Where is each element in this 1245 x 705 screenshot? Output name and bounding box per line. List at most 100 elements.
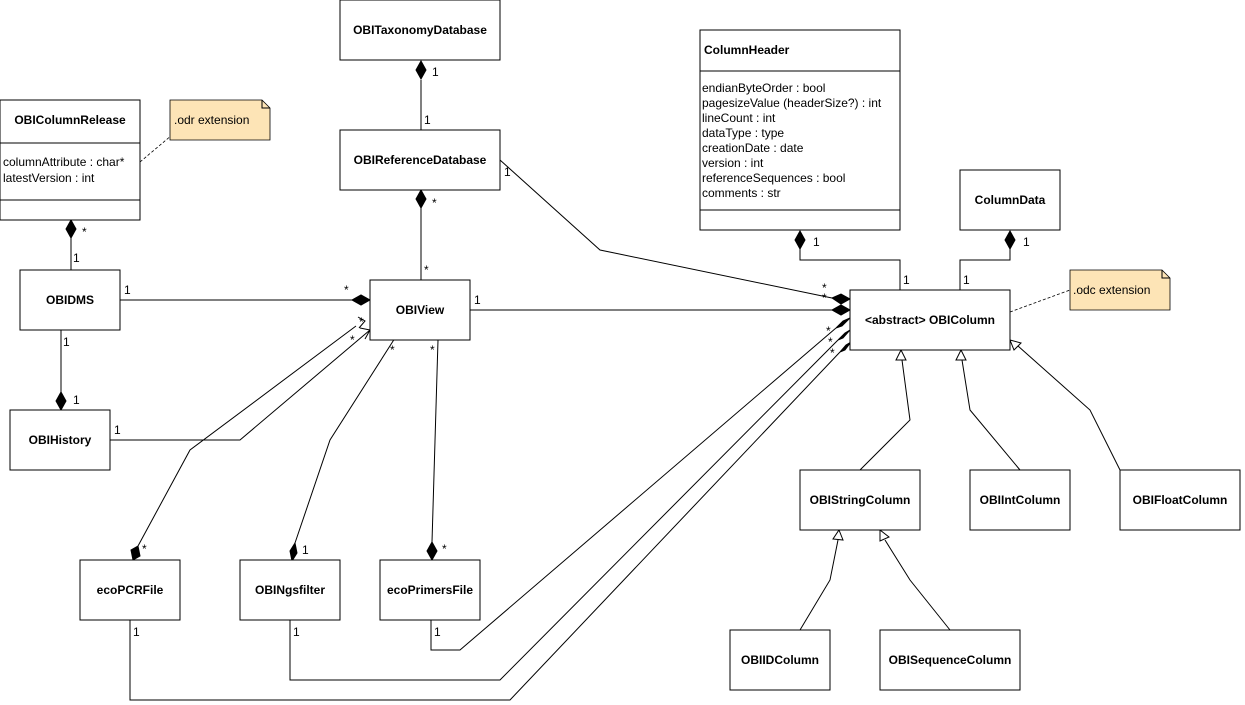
edge-data-column: [959, 249, 1011, 290]
edge-primers-column: [430, 327, 837, 651]
composition-diamond-reference: [415, 188, 427, 210]
mult-column-star-2: *: [822, 291, 827, 305]
mult-primers-star: *: [442, 542, 447, 556]
mult-column-star-1: *: [822, 281, 827, 295]
mult-column-star-3: *: [826, 324, 831, 338]
mult-data-1: 1: [1023, 235, 1030, 249]
class-obifloatcolumn[interactable]: OBIFloatColumn: [1119, 469, 1241, 531]
class-ecopcrfile[interactable]: ecoPCRFile: [79, 559, 181, 621]
inherit-triangle-int: [955, 348, 967, 361]
edge-ngs-view: [294, 337, 396, 544]
inherit-triangle-float: [1009, 339, 1022, 351]
class-obicolumn[interactable]: <abstract> OBIColumn: [849, 289, 1011, 351]
class-title: OBIReferenceDatabase: [354, 153, 487, 167]
edge-history-view: [110, 329, 371, 441]
attribute: pagesizeValue (headerSize?) : int: [702, 96, 882, 110]
composition-diamond-data: [1004, 229, 1016, 251]
composition-diamond-column-ecopcr: [839, 341, 852, 353]
mult-view-lower-star-2: *: [350, 333, 355, 347]
class-title: OBISequenceColumn: [889, 653, 1012, 667]
class-obisequencecolumn[interactable]: OBISequenceColumn: [879, 629, 1021, 691]
class-columnheader[interactable]: ColumnHeader endianByteOrder : bool page…: [699, 29, 901, 231]
mult-history-top-1: 1: [73, 393, 80, 407]
edge-string-inherit: [859, 359, 911, 471]
class-obiview[interactable]: OBIView: [369, 279, 471, 341]
composition-diamond-ngs: [289, 541, 298, 563]
composition-diamond-column-primers: [835, 317, 851, 329]
attribute: lineCount : int: [702, 111, 776, 125]
composition-diamond-ecopcr: [130, 545, 141, 561]
mult-ecopcr-bottom-1: 1: [133, 625, 140, 639]
class-title: OBIFloatColumn: [1133, 493, 1228, 507]
composition-diamond-release: [65, 218, 77, 240]
class-obistringcolumn[interactable]: OBIStringColumn: [799, 469, 921, 531]
class-obihistory[interactable]: OBIHistory: [9, 409, 111, 471]
composition-diamond-column-view: [830, 304, 852, 316]
edge-ecopcr-view: [137, 325, 357, 547]
class-obidms[interactable]: OBIDMS: [19, 269, 121, 331]
composition-diamond-column-ngs: [837, 329, 851, 341]
attribute: endianByteOrder : bool: [702, 81, 825, 95]
edge-reference-column: [499, 159, 833, 299]
class-title: OBITaxonomyDatabase: [353, 23, 487, 37]
mult-view-lower-star-3: *: [390, 343, 395, 357]
class-columndata[interactable]: ColumnData: [959, 169, 1061, 231]
edge-primers-view: [431, 339, 439, 543]
mult-release-star: *: [82, 225, 87, 239]
arrowhead-ecopcr-view: [357, 316, 366, 329]
edge-header-column: [799, 249, 901, 290]
class-obingsfilter[interactable]: OBINgsfilter: [239, 559, 341, 621]
mult-dms-bottom-1: 1: [63, 335, 70, 349]
mult-dms-right-1: 1: [124, 283, 131, 297]
class-title: ColumnHeader: [704, 43, 790, 57]
note-text: .odr extension: [174, 113, 249, 127]
note-odr-extension: .odr extension: [169, 99, 271, 141]
attribute: latestVersion : int: [3, 171, 95, 185]
attribute: comments : str: [702, 186, 781, 200]
class-obicolumnrelease[interactable]: OBIColumnRelease columnAttribute : char*…: [0, 99, 141, 221]
mult-header-1: 1: [813, 235, 820, 249]
class-obireferencedatabase[interactable]: OBIReferenceDatabase: [339, 129, 501, 191]
mult-column-top-1b: 1: [963, 273, 970, 287]
class-obitaxonomydatabase[interactable]: OBITaxonomyDatabase: [339, 0, 501, 61]
class-title: ColumnData: [975, 193, 1046, 207]
note-odc-extension: .odc extension: [1069, 269, 1171, 311]
mult-dms-top-1: 1: [73, 251, 80, 265]
note-odc-link: [1009, 289, 1071, 313]
mult-column-top-1a: 1: [903, 273, 910, 287]
composition-diamond-column-ref: [830, 293, 852, 305]
class-obiidcolumn[interactable]: OBIIDColumn: [729, 629, 831, 691]
mult-ecopcr-star: *: [142, 542, 147, 556]
mult-view-right-1: 1: [474, 293, 481, 307]
class-title: OBIColumnRelease: [14, 113, 126, 127]
class-ecoprimersfile[interactable]: ecoPrimersFile: [379, 559, 481, 621]
composition-diamond-taxonomy: [415, 59, 427, 81]
class-title: ecoPrimersFile: [387, 583, 473, 597]
inherit-triangle-string: [895, 348, 907, 361]
attribute: referenceSequences : bool: [702, 171, 845, 185]
mult-ngs-1: 1: [302, 543, 309, 557]
mult-taxonomy-1: 1: [432, 65, 439, 79]
inherit-triangle-id: [832, 528, 844, 541]
class-title: OBIHistory: [29, 433, 92, 447]
note-text: .odc extension: [1073, 283, 1150, 297]
mult-history-right-1: 1: [114, 423, 121, 437]
class-title: OBINgsfilter: [255, 583, 325, 597]
edge-float-inherit: [1017, 345, 1121, 471]
class-title: OBIDMS: [46, 293, 94, 307]
mult-view-lower-star-4: *: [430, 343, 435, 357]
composition-diamond-history: [55, 390, 67, 412]
composition-diamond-primers: [426, 540, 438, 562]
edge-ecopcr-column: [129, 351, 841, 701]
mult-reference-right-1: 1: [504, 165, 511, 179]
edge-ngs-column: [289, 339, 839, 681]
class-title: OBIStringColumn: [810, 493, 911, 507]
mult-reference-top-1: 1: [424, 113, 431, 127]
mult-primers-bottom-1: 1: [434, 625, 441, 639]
inherit-triangle-seq: [879, 528, 890, 542]
class-title: ecoPCRFile: [97, 583, 164, 597]
attribute: dataType : type: [702, 126, 784, 140]
class-obiintcolumn[interactable]: OBIIntColumn: [969, 469, 1071, 531]
attribute: creationDate : date: [702, 141, 804, 155]
